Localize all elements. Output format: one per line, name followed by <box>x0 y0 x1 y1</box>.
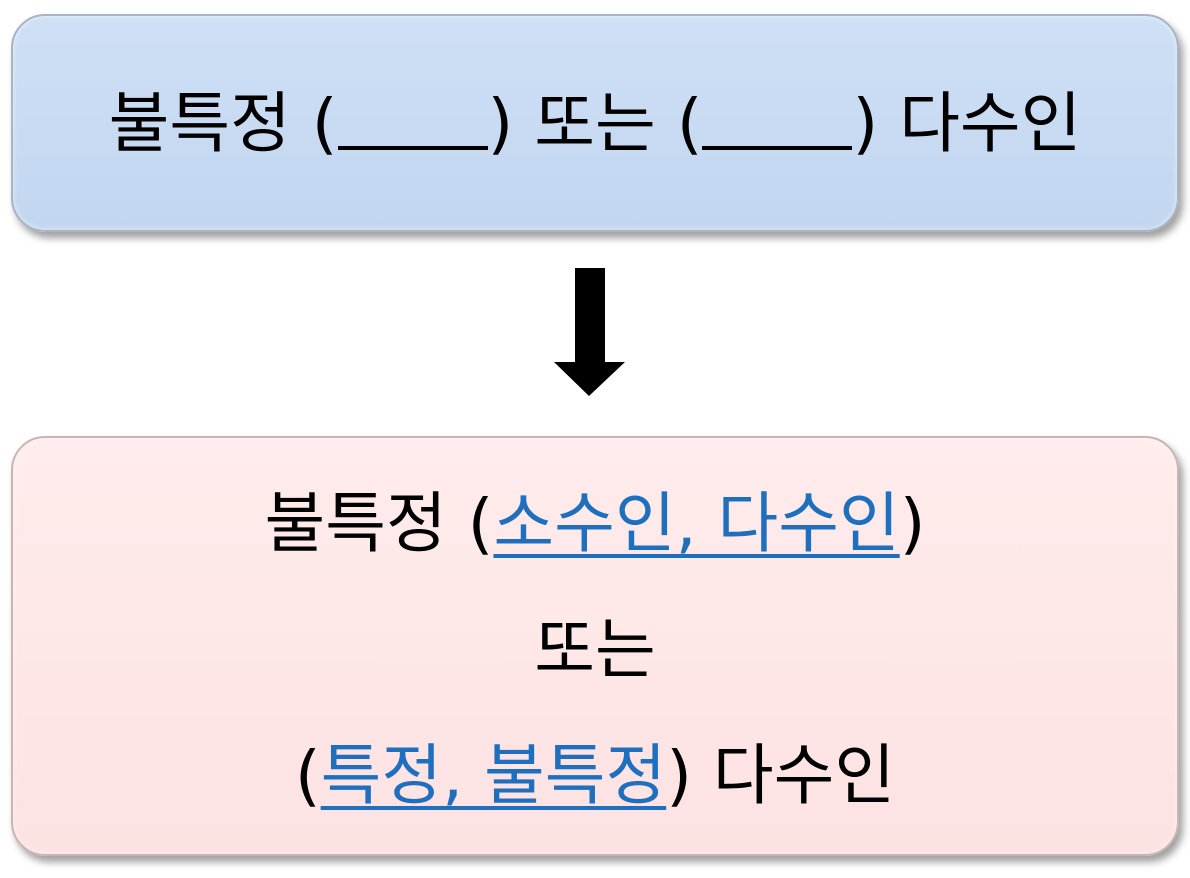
answer-line-1: 불특정 (소수인, 다수인) <box>0 484 1190 564</box>
question-box <box>11 14 1179 232</box>
answer-line-3-suffix: 다수인 <box>691 737 896 814</box>
answer-2: 특정, 불특정 <box>320 737 667 814</box>
blank-2 <box>702 92 853 150</box>
arrow-shaft <box>575 268 605 364</box>
answer-line-3: (특정, 불특정) 다수인 <box>0 736 1190 816</box>
answer-1: 소수인, 다수인 <box>493 485 900 562</box>
answer-line-1-close-paren: ) <box>899 485 926 562</box>
answer-line-2: 또는 <box>0 610 1190 690</box>
question-close-paren-1: ) <box>487 85 514 162</box>
question-close-paren-2: ) <box>852 85 879 162</box>
question-connector: 또는 <box>534 85 656 162</box>
answer-connector: 또는 <box>534 611 656 688</box>
answer-line-1-open-paren: ( <box>467 485 494 562</box>
question-open-paren-2: ( <box>676 85 703 162</box>
answer-line-1-prefix: 불특정 <box>264 485 468 562</box>
question-word-1: 불특정 <box>108 85 291 162</box>
question-open-paren-1: ( <box>311 85 338 162</box>
blank-1 <box>337 92 488 150</box>
question-line: 불특정 () 또는 () 다수인 <box>0 84 1190 164</box>
answer-line-3-close-paren: ) <box>666 737 692 814</box>
answer-box <box>11 436 1179 856</box>
question-word-end: 다수인 <box>899 85 1082 162</box>
answer-line-3-open-paren: ( <box>294 737 321 814</box>
arrow-head <box>554 362 625 396</box>
